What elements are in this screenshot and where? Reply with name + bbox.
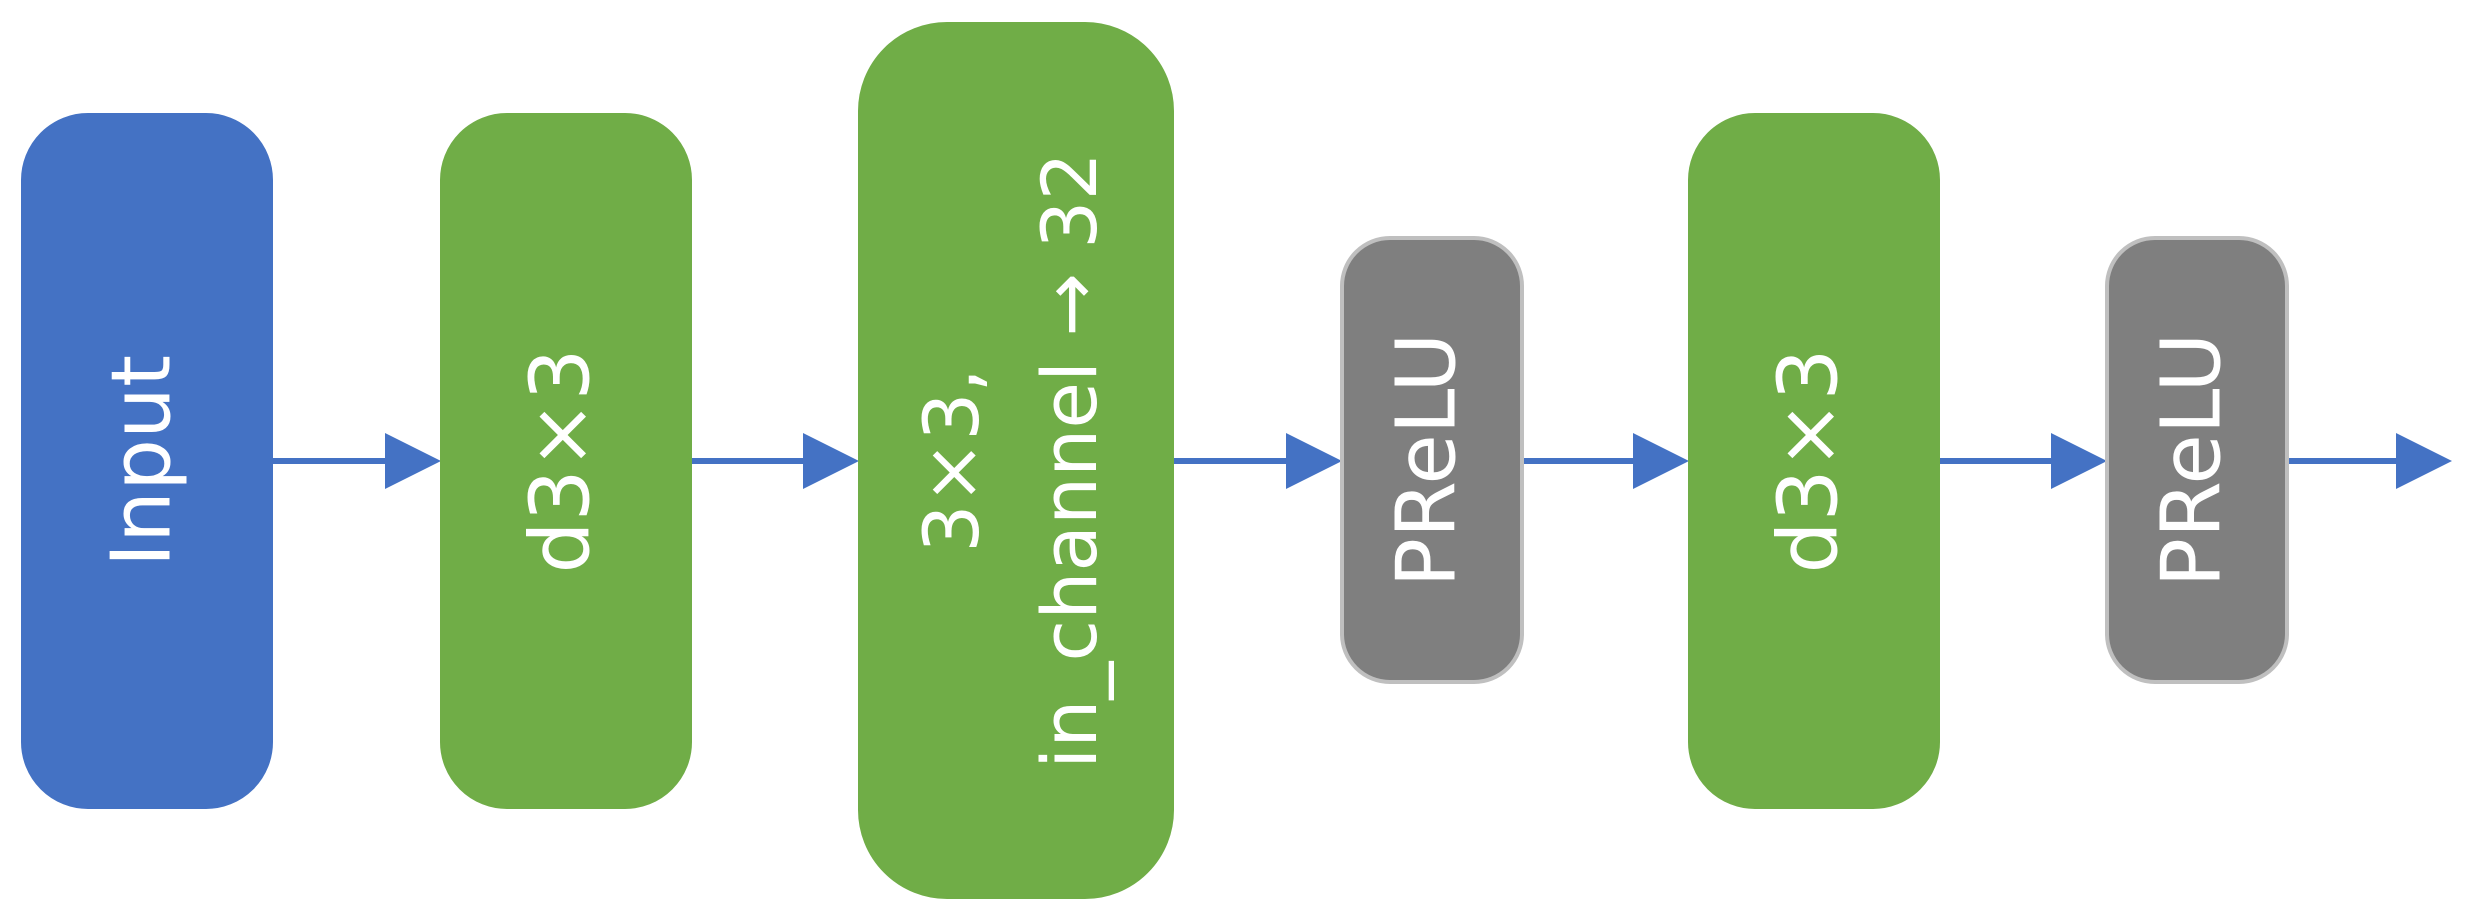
arrow-head <box>2396 433 2452 489</box>
block-label: PReLU <box>2144 333 2239 588</box>
block-label: in_channel → 32 <box>1025 152 1114 769</box>
block-activation-shape <box>1340 236 1524 684</box>
edges-layer <box>272 433 2452 489</box>
arrow-head <box>1286 433 1342 489</box>
blocks-layer: Input d3×3 3×3, in_channel → 32 PReLU d3×3 PRe… <box>21 22 2289 899</box>
block-conv2: 3×3, in_channel → 32 <box>858 22 1174 899</box>
block-input: Input <box>21 113 273 809</box>
arrow-conv2-to-prelu1 <box>1173 433 1342 489</box>
arrow-conv3-to-prelu2 <box>1939 433 2107 489</box>
arrow-head <box>2051 433 2107 489</box>
arrow-conv1-to-conv2 <box>691 433 859 489</box>
block-label: 3×3, <box>907 368 996 553</box>
block-input-shape <box>21 113 273 809</box>
arrow-prelu2-to-output <box>2287 433 2452 489</box>
block-conv3: d3×3 <box>1688 113 1940 809</box>
block-label: Input <box>94 355 189 567</box>
block-activation-shape <box>2105 236 2289 684</box>
arrow-head <box>803 433 859 489</box>
block-conv-shape <box>858 22 1174 899</box>
block-label-group: d3×3 <box>513 348 608 573</box>
arrow-input-to-conv1 <box>272 433 441 489</box>
block-label: PReLU <box>1379 333 1474 588</box>
block-label-group: d3×3 <box>1761 348 1856 573</box>
block-label-group: 3×3, in_channel → 32 <box>907 152 1114 769</box>
arrow-head <box>385 433 441 489</box>
arrow-prelu1-to-conv3 <box>1522 433 1689 489</box>
block-prelu2: PReLU <box>2105 236 2289 684</box>
block-label-group: PReLU <box>1379 333 1474 588</box>
block-label: d3×3 <box>1761 348 1856 573</box>
block-label-group: PReLU <box>2144 333 2239 588</box>
block-label: d3×3 <box>513 348 608 573</box>
block-prelu1: PReLU <box>1340 236 1524 684</box>
block-conv-shape <box>440 113 692 809</box>
block-conv1: d3×3 <box>440 113 692 809</box>
block-conv-shape <box>1688 113 1940 809</box>
block-label-group: Input <box>94 355 189 567</box>
arrow-head <box>1633 433 1689 489</box>
